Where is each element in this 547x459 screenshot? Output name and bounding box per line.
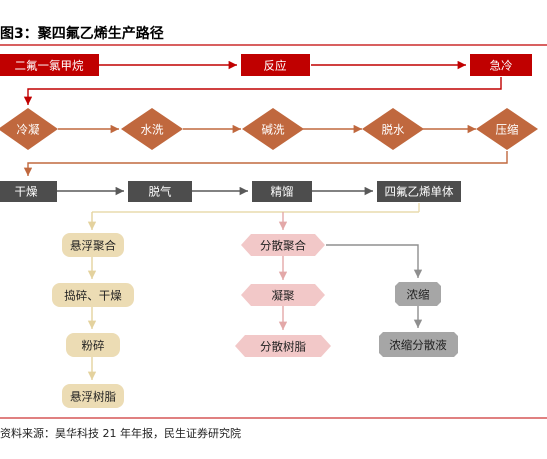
- svg-text:粉碎: 粉碎: [82, 339, 105, 353]
- node-suspension-resin: 悬浮树脂: [62, 384, 124, 408]
- node-tfe-monomer: 四氟乙烯单体: [377, 181, 461, 202]
- svg-text:分散聚合: 分散聚合: [260, 239, 306, 253]
- svg-text:干燥: 干燥: [15, 185, 38, 199]
- svg-text:碱洗: 碱洗: [262, 123, 285, 137]
- connector-to-concentrate: [326, 244, 423, 278]
- node-pulverize: 粉碎: [66, 333, 120, 357]
- node-difluorochloromethane: 二氟一氯甲烷: [0, 54, 99, 76]
- node-dispersion-resin: 分散树脂: [235, 335, 331, 357]
- node-alkali-wash: 碱洗: [242, 108, 304, 150]
- node-water-wash: 水洗: [121, 108, 183, 150]
- node-crush-dry: 捣碎、干燥: [52, 283, 134, 307]
- svg-text:悬浮树脂: 悬浮树脂: [70, 390, 116, 404]
- svg-text:冷凝: 冷凝: [17, 123, 40, 137]
- node-suspension-polymerization: 悬浮聚合: [62, 233, 124, 257]
- svg-text:四氟乙烯单体: 四氟乙烯单体: [385, 185, 454, 199]
- node-dispersion-polymerization: 分散聚合: [241, 234, 325, 256]
- node-compression: 压缩: [476, 108, 538, 150]
- svg-text:急冷: 急冷: [490, 59, 513, 73]
- node-concentration: 浓缩: [395, 282, 441, 306]
- node-concentrated-dispersion: 浓缩分散液: [379, 332, 458, 357]
- node-coagulation: 凝聚: [241, 284, 325, 306]
- node-rectification: 精馏: [252, 181, 312, 202]
- figure-title: 图3：聚四氟乙烯生产路径: [0, 25, 164, 42]
- node-dehydration: 脱水: [362, 108, 424, 150]
- svg-text:精馏: 精馏: [271, 185, 294, 199]
- source-note: 资料来源：昊华科技 21 年年报，民生证券研究院: [0, 427, 241, 440]
- svg-text:凝聚: 凝聚: [272, 289, 295, 303]
- svg-text:水洗: 水洗: [141, 123, 164, 137]
- svg-text:分散树脂: 分散树脂: [260, 340, 306, 354]
- node-drying: 干燥: [0, 181, 57, 202]
- svg-text:悬浮聚合: 悬浮聚合: [70, 239, 116, 253]
- svg-text:捣碎、干燥: 捣碎、干燥: [64, 289, 122, 303]
- svg-text:脱气: 脱气: [149, 185, 172, 199]
- svg-text:浓缩分散液: 浓缩分散液: [389, 338, 447, 352]
- node-quench: 急冷: [470, 54, 532, 76]
- svg-text:浓缩: 浓缩: [407, 288, 430, 302]
- node-degassing: 脱气: [128, 181, 192, 202]
- svg-text:二氟一氯甲烷: 二氟一氯甲烷: [15, 59, 84, 73]
- svg-text:脱水: 脱水: [382, 123, 405, 137]
- connector-row1-row2: [23, 77, 502, 105]
- connector-row2-row3: [23, 151, 508, 176]
- svg-text:压缩: 压缩: [496, 123, 519, 137]
- node-reaction: 反应: [241, 54, 310, 76]
- node-condensation: 冷凝: [0, 108, 58, 150]
- svg-text:反应: 反应: [264, 59, 287, 73]
